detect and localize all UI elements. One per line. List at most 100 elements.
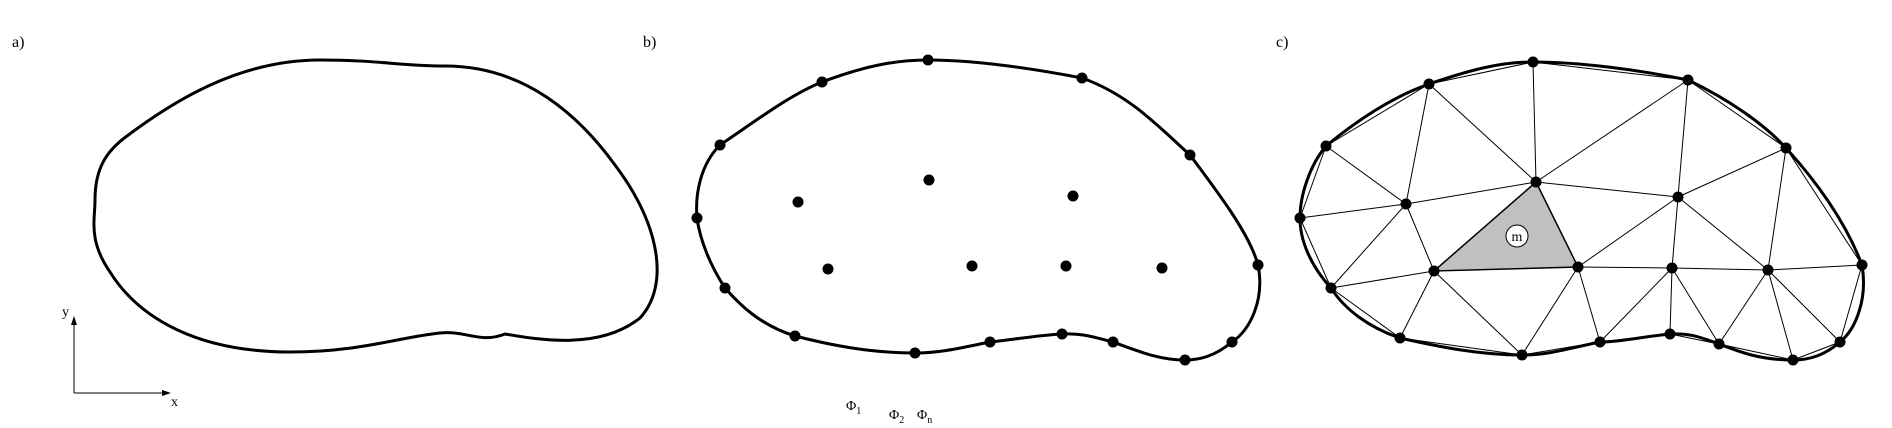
x-axis-arrow-icon — [162, 390, 171, 396]
mesh-edge — [1767, 264, 1863, 271]
mesh-node — [1666, 262, 1678, 274]
mesh-edge — [1792, 341, 1841, 361]
mesh-node — [1682, 74, 1694, 86]
mesh-edge — [1405, 83, 1430, 205]
interior-node — [792, 196, 804, 208]
mesh-edge — [1687, 79, 1787, 149]
mesh-node — [1664, 328, 1676, 340]
mesh-node — [1527, 56, 1539, 68]
mesh-edge — [1399, 270, 1435, 339]
phi-2-label: Φ2 — [889, 408, 904, 426]
mesh-edge — [1299, 203, 1407, 219]
mesh-edge — [1405, 181, 1537, 205]
mesh-node — [1428, 265, 1440, 277]
boundary-node — [1184, 149, 1196, 161]
panel-c-label: c) — [1276, 34, 1288, 51]
boundary-node — [719, 282, 731, 294]
mesh-edge — [1577, 266, 1673, 269]
mesh-edge — [1330, 203, 1407, 289]
mesh-edge — [1785, 147, 1863, 266]
mesh-edge — [1433, 270, 1523, 356]
mesh-edge — [1599, 267, 1673, 343]
mesh-edges — [1299, 61, 1863, 361]
mesh-edge — [1405, 203, 1435, 272]
mesh-edge — [1767, 269, 1794, 361]
mesh-edge — [1521, 341, 1601, 356]
panel-b-label: b) — [643, 34, 656, 51]
interior-node — [923, 174, 935, 186]
mesh-edge — [1577, 266, 1601, 343]
mesh-node — [1713, 338, 1725, 350]
panel-a: y x — [62, 58, 659, 410]
boundary-node — [714, 139, 726, 151]
mesh-edge — [1677, 79, 1689, 198]
domain-outline-a — [92, 58, 659, 354]
boundary-node — [1056, 328, 1068, 340]
boundary-node — [691, 212, 703, 224]
element-m — [1431, 180, 1580, 272]
mesh-node — [1856, 259, 1868, 271]
mesh-edge — [1428, 61, 1534, 85]
boundary-node — [984, 336, 996, 348]
mesh-edge — [1577, 196, 1679, 268]
interior-node — [1060, 260, 1072, 272]
mesh-edge — [1671, 267, 1720, 345]
mesh-edge — [1299, 145, 1327, 219]
mesh-edge — [1325, 83, 1430, 147]
interior-node — [822, 263, 834, 275]
domain-outline-b — [695, 58, 1262, 362]
boundary-node — [922, 54, 934, 66]
mesh-edge — [1399, 337, 1523, 356]
panel-c: m — [1294, 56, 1868, 366]
domain-outline-c — [1298, 60, 1865, 362]
mesh-node — [1762, 264, 1774, 276]
mesh-node — [1294, 212, 1306, 224]
mesh-edge — [1330, 287, 1401, 339]
mesh-edge — [1428, 83, 1537, 183]
mesh-edge — [1521, 266, 1579, 356]
coordinate-axes: y x — [62, 305, 178, 410]
y-axis-label: y — [62, 305, 69, 320]
mesh-nodes — [1294, 56, 1868, 366]
mesh-node — [1572, 261, 1584, 273]
mesh-edge — [1299, 217, 1332, 289]
mesh-edge — [1669, 333, 1720, 345]
mesh-edge — [1671, 196, 1679, 269]
boundary-nodes-b — [691, 54, 1264, 366]
boundary-node — [1076, 72, 1088, 84]
mesh-edge — [1839, 264, 1863, 343]
mesh-node — [1834, 336, 1846, 348]
mesh-edge — [1532, 61, 1537, 183]
boundary-node — [789, 330, 801, 342]
mesh-node — [1672, 191, 1684, 203]
boundary-node — [1252, 259, 1264, 271]
element-m-label: m — [1512, 230, 1523, 245]
mesh-node — [1325, 282, 1337, 294]
interior-node — [966, 260, 978, 272]
mesh-edge — [1325, 145, 1407, 205]
mesh-node — [1780, 142, 1792, 154]
boundary-node — [1107, 336, 1119, 348]
mesh-node — [1787, 354, 1799, 366]
mesh-edge — [1767, 147, 1787, 271]
interior-node — [1067, 190, 1079, 202]
mesh-edge — [1330, 270, 1435, 289]
mesh-node — [1320, 140, 1332, 152]
mesh-edge — [1718, 343, 1794, 361]
mesh-node — [1516, 349, 1528, 361]
element-m-marker — [1505, 224, 1529, 248]
mesh-node — [1394, 332, 1406, 344]
mesh-edge — [1767, 269, 1841, 343]
mesh-edge — [1677, 196, 1769, 271]
boundary-node — [816, 76, 828, 88]
mesh-edge — [1535, 181, 1679, 198]
phi-1-label: Φ1 — [846, 399, 861, 417]
panel-a-label: a) — [12, 34, 24, 51]
panel-b: Φ1 Φ2 Φn — [691, 54, 1264, 426]
interior-node — [1156, 262, 1168, 274]
mesh-edge — [1532, 61, 1689, 81]
mesh-node — [1400, 198, 1412, 210]
phi-n-label: Φn — [917, 408, 932, 426]
interior-nodes-b — [792, 174, 1168, 275]
